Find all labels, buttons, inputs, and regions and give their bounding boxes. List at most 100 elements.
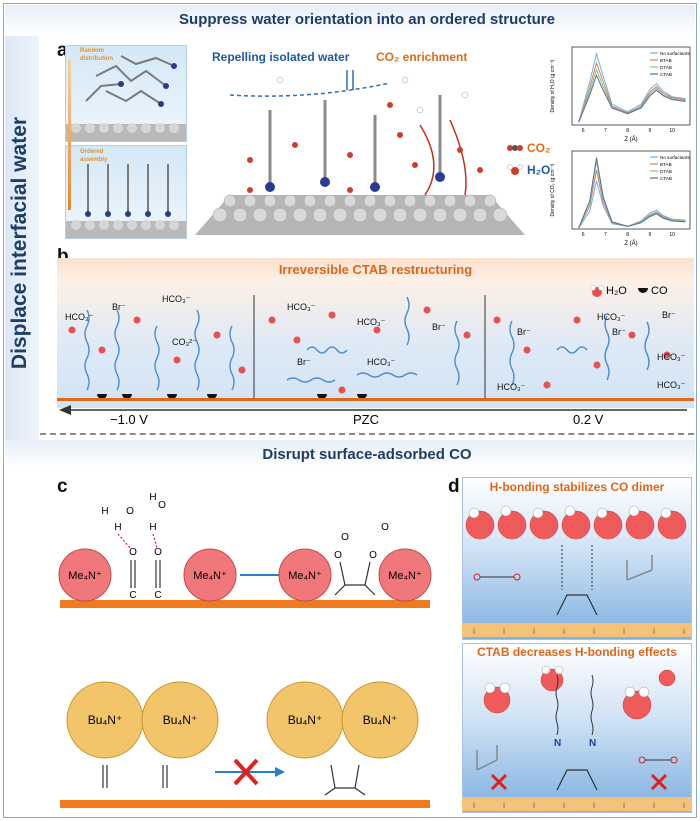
ion-br: Br⁻: [662, 310, 676, 320]
chart-xlabel: Z (Å): [624, 240, 637, 247]
series-line: [578, 73, 686, 123]
atom-c: C: [154, 590, 161, 601]
co2-legend-label: CO₂: [527, 141, 551, 155]
ion-hco3: HCO₃⁻: [497, 382, 526, 392]
legend-label: CTAB: [660, 72, 672, 77]
repel-water-label: Repelling isolated water: [212, 50, 350, 64]
surface-mark: i: [473, 801, 475, 810]
ordered-assembly-label: Ordered assembly: [80, 149, 108, 163]
atom-h: H: [149, 522, 156, 533]
side-section-title: Displace interfacial water: [8, 116, 31, 370]
chart-frame: [571, 46, 691, 126]
h2o-legend-label: H₂O: [527, 163, 551, 177]
chart-ylabel: Density of H₂O (g cm⁻³): [550, 59, 556, 112]
atom-h: H: [149, 492, 156, 503]
me4n-label: Me₄N⁺: [193, 570, 227, 582]
ion-co3: CO₃²⁻: [172, 337, 197, 347]
surface-mark: i: [653, 627, 655, 636]
panel-b-letter: b: [57, 246, 69, 267]
figure-frame: [3, 3, 697, 818]
atom-o: O: [154, 547, 162, 558]
surface-mark: i: [623, 801, 625, 810]
surface-mark: i: [683, 627, 685, 636]
series-line: [578, 61, 686, 123]
ion-br: Br⁻: [612, 327, 626, 337]
co2-enrichment-label: CO₂ enrichment: [376, 50, 468, 64]
surface-mark: i: [593, 627, 595, 636]
x-tick-label: 7: [604, 128, 607, 134]
ion-hco3: HCO₃⁻: [597, 312, 626, 322]
random-distribution-label: Random distribution: [80, 48, 113, 62]
ion-hco3: HCO₃⁻: [162, 294, 191, 304]
legend-label: DTAB: [660, 169, 672, 174]
surface-mark: i: [533, 801, 535, 810]
surface-mark: i: [623, 627, 625, 636]
ordered-chains-graphic: [66, 164, 186, 238]
atom-o: O: [341, 532, 349, 543]
atom-o: O: [369, 550, 377, 561]
chart-ylabel: Density of CO₂ (g cm⁻³): [550, 163, 556, 216]
chart-frame: [571, 150, 691, 230]
panel-d-bottom-title: CTAB decreases H-bonding effects: [477, 645, 677, 659]
ion-hco3: HCO₃⁻: [65, 312, 94, 322]
ion-br: Br⁻: [432, 322, 446, 332]
potential-axis: [59, 405, 687, 415]
legend-label: DTAB: [660, 65, 672, 70]
x-tick-label: 8: [626, 128, 629, 134]
ion-br: Br⁻: [297, 357, 311, 367]
bottom-header-band: [5, 440, 695, 468]
bu4n-label: Bu₄N⁺: [288, 713, 323, 727]
h2o-legend-icon: [507, 164, 523, 175]
n-label: N: [589, 738, 596, 749]
ion-br: Br⁻: [517, 327, 531, 337]
ion-hco3: HCO₃⁻: [367, 357, 396, 367]
surface-mark: i: [503, 627, 505, 636]
random-chains-graphic: [66, 55, 186, 141]
panel-b-legend-co: CO: [651, 285, 668, 297]
ion-labels: HCO₃⁻ Br⁻ HCO₃⁻ CO₃²⁻ HCO₃⁻ Br⁻ HCO₃⁻ Br…: [65, 294, 686, 392]
legend-label: BTAB: [660, 58, 672, 63]
panel-c-schematic: Me₄N⁺ Me₄N⁺ O C O C H O H H O H Me₄N⁺ Me…: [58, 492, 432, 808]
chart-xlabel: Z (Å): [624, 136, 637, 143]
sidebar-band: [5, 36, 39, 452]
series-line: [578, 180, 686, 229]
top-header-band: [5, 5, 695, 35]
me4n-label: Me₄N⁺: [388, 570, 422, 582]
legend-label: No surfactants: [660, 155, 690, 160]
x-tick-label: 9: [649, 128, 652, 134]
x-tick-label: 6: [582, 128, 585, 134]
x-tick-label: 10: [669, 128, 675, 134]
surface-mark: i: [593, 801, 595, 810]
panel-d-top-box: [462, 477, 692, 640]
x-tick-label: 6: [582, 232, 585, 238]
panel-d-letter: d: [448, 476, 460, 497]
surface-mark: i: [563, 627, 565, 636]
surface-mark: i: [563, 801, 565, 810]
atom-o: O: [334, 550, 342, 561]
surface-mark: i: [533, 627, 535, 636]
ordered-assembly-image: [65, 145, 187, 239]
co2-legend-icon: [507, 145, 523, 151]
h2o-icon: [590, 285, 604, 297]
panel-b-legend-h2o: H₂O: [606, 285, 627, 297]
panel-c-letter: c: [57, 476, 68, 497]
atom-o: O: [129, 547, 137, 558]
legend-label: CTAB: [660, 176, 672, 181]
atom-c: C: [129, 590, 136, 601]
ion-hco3: HCO₃⁻: [357, 317, 386, 327]
random-distribution-image: [65, 45, 187, 142]
section-separator: [40, 433, 694, 435]
me4n-label: Me₄N⁺: [288, 570, 322, 582]
me4n-label: Me₄N⁺: [68, 570, 102, 582]
panel-d-top-title: H-bonding stabilizes CO dimer: [489, 480, 665, 494]
surface-mark: i: [653, 801, 655, 810]
series-line: [578, 157, 686, 229]
atom-h: H: [114, 522, 121, 533]
x-tick-label: 7: [604, 232, 607, 238]
surface-mark: i: [503, 801, 505, 810]
ion-hco3: HCO₃⁻: [657, 352, 686, 362]
x-tick-label: 10: [669, 232, 675, 238]
potential-label-pos: 0.2 V: [573, 412, 604, 427]
panel-b-title: Irreversible CTAB restructuring: [278, 262, 473, 277]
surface-mark: i: [473, 627, 475, 636]
